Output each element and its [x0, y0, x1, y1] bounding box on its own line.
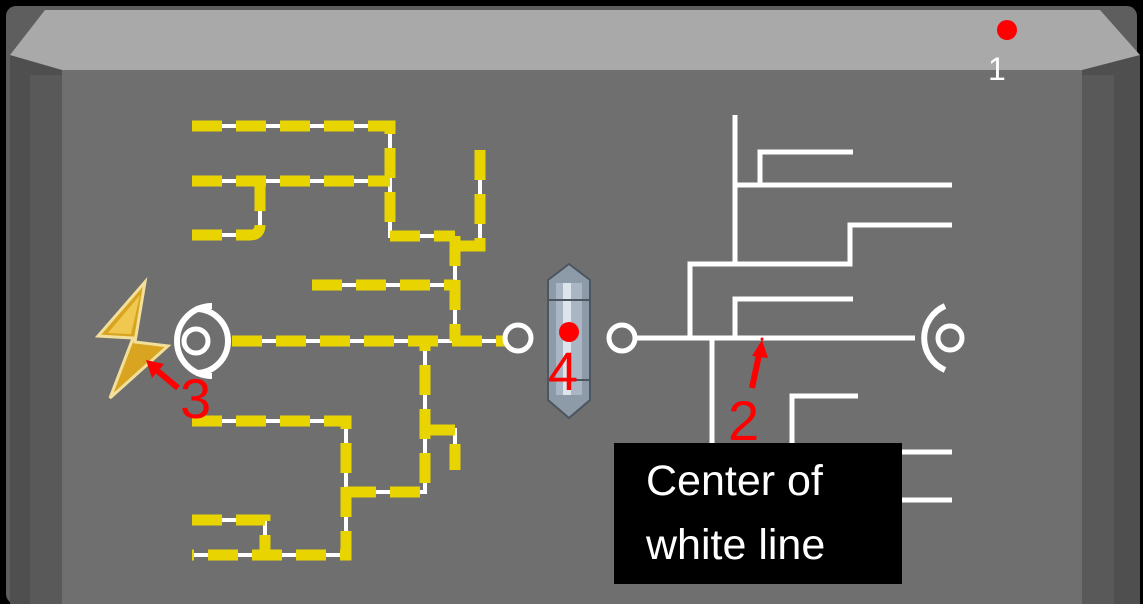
- bevel-top: [10, 10, 1140, 70]
- marker-label-2: 2: [728, 389, 759, 452]
- callout-box: Center of white line: [614, 443, 902, 584]
- left-circuit: [192, 120, 505, 561]
- socket-icon: [174, 303, 231, 379]
- marker-dot-4: [559, 322, 579, 342]
- left-wire-dashes[interactable]: [192, 120, 505, 561]
- marker-label-1: 1: [988, 51, 1006, 87]
- left-connector-ring: [502, 322, 534, 354]
- lightning-bolt-icon[interactable]: [94, 277, 172, 400]
- marker-label-4: 4: [548, 342, 578, 402]
- callout-line-2: white line: [646, 521, 826, 569]
- marker-arrow-3: [152, 365, 180, 391]
- marker-dot-2: [760, 337, 764, 341]
- marker-label-3: 3: [180, 367, 211, 430]
- bevel-left-inner: [30, 75, 62, 604]
- socket-icon: [921, 303, 965, 373]
- marker-dot-1: [997, 20, 1017, 40]
- callout-line-1: Center of: [646, 457, 823, 505]
- bevel-right-inner: [1082, 75, 1114, 604]
- marker-arrowhead-3: [146, 360, 164, 378]
- marker-arrowhead-2: [752, 340, 768, 358]
